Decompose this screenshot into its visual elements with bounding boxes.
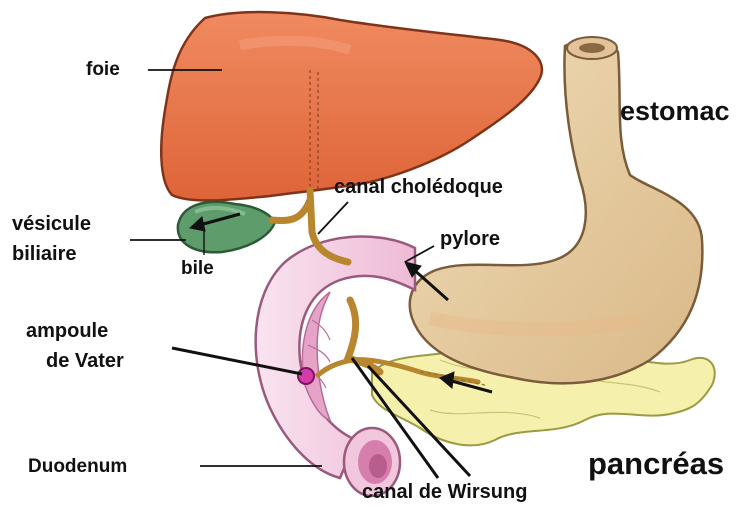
- label-canal-choledoque: canal cholédoque: [334, 176, 503, 199]
- label-bile: bile: [181, 258, 214, 280]
- label-vesicule-line1: vésicule: [12, 213, 91, 236]
- label-foie: foie: [86, 59, 120, 81]
- label-vesicule-line2: biliaire: [12, 243, 76, 266]
- ampoule-de-vater: [298, 368, 314, 384]
- label-pancreas: pancréas: [588, 446, 724, 482]
- label-pylore: pylore: [440, 228, 500, 251]
- label-estomac: estomac: [620, 96, 730, 127]
- label-canal-wirsung: canal de Wirsung: [362, 481, 527, 504]
- label-duodenum: Duodenum: [28, 456, 127, 478]
- label-ampoule-line2: de Vater: [46, 350, 124, 373]
- liver-organ: [161, 12, 542, 200]
- label-ampoule-line1: ampoule: [26, 320, 108, 343]
